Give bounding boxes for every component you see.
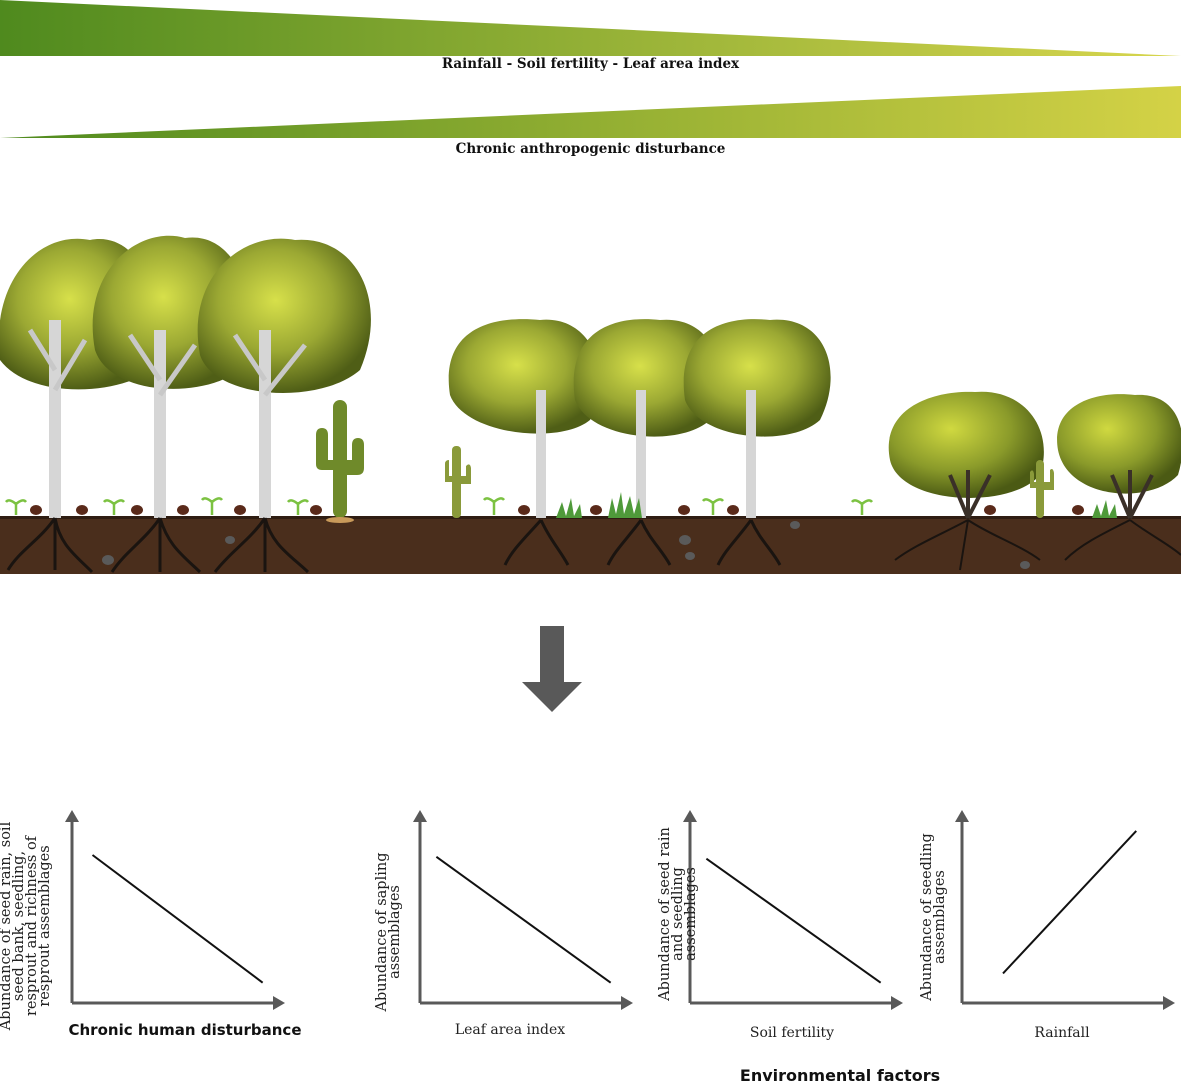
trend-line-decreasing [91,854,264,984]
small-cactus [445,446,471,518]
trend-line-decreasing [705,857,882,984]
grass-tufts [556,492,1117,518]
chart-1-xlabel: Chronic human disturbance [68,1021,302,1039]
chart-4-xlabel: Rainfall [1034,1025,1090,1041]
chart-2 [413,810,633,1010]
chart-3-ylabel: Abundance of seed rain and seedling asse… [657,827,699,1001]
shrub [888,391,1044,571]
forest-scene [0,235,1181,574]
increasing-wedge [0,86,1181,138]
trend-line-decreasing [435,856,612,984]
medium-tree [683,319,831,566]
rainfall-gradient-label: Rainfall - Soil fertility - Leaf area in… [441,56,740,72]
chart-3 [683,810,903,1010]
y-axis-arrowhead [413,810,427,822]
pebbles [102,521,1030,569]
chart-4 [955,810,1175,1010]
tall-tree [197,238,371,574]
x-axis-arrowhead [1163,996,1175,1010]
chart-1 [65,810,285,1010]
chart-4-ylabel: Abundance of seedling assemblages [919,833,948,1001]
soil [0,516,1181,574]
gradient-wedges [0,0,1181,138]
cactus [316,400,364,523]
medium-tree [448,319,600,566]
shrub [1057,394,1181,561]
chart-2-xlabel: Leaf area index [454,1022,566,1038]
chart-1-ylabel: Abundance of seed rain, soil seed bank, … [0,821,53,1031]
medium-tree [573,319,721,566]
seedlings [5,497,873,515]
x-axis-arrowhead [621,996,633,1010]
x-axis-arrowhead [273,996,285,1010]
chart-2-ylabel: Abundance of sapling assemblages [374,852,403,1012]
down-arrow-icon [522,626,582,712]
seeds [30,505,1084,515]
y-axis-arrowhead [955,810,969,822]
chart-3-xlabel: Soil fertility [749,1025,835,1041]
trend-line-increasing [1002,830,1137,975]
x-axis-arrowhead [891,996,903,1010]
decreasing-wedge [0,0,1181,56]
small-cactus [1030,460,1054,518]
disturbance-gradient-label: Chronic anthropogenic disturbance [455,141,726,157]
y-axis-arrowhead [65,810,79,822]
environmental-factors-title: Environmental factors [739,1066,941,1085]
y-axis-arrowhead [683,810,697,822]
soil-surface [0,516,1181,519]
